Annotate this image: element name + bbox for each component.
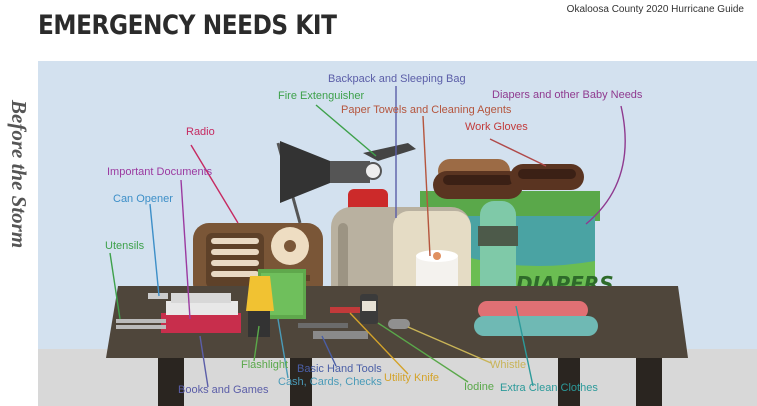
can-opener-icon	[148, 293, 168, 299]
kit-scene-svg: DIAPERS	[38, 61, 757, 406]
clothes-icon	[478, 301, 588, 319]
label-books-games: Books and Games	[178, 384, 269, 396]
label-flashlight: Flashlight	[241, 359, 289, 371]
label-can-opener: Can Opener	[113, 193, 173, 205]
label-whistle: Whistle	[490, 359, 527, 371]
flashlight-icon	[246, 276, 274, 337]
label-cash: Cash, Cards, Checks	[278, 376, 382, 388]
label-fire-extinguisher: Fire Extenguisher	[278, 90, 365, 102]
iodine-icon	[360, 294, 378, 324]
page-title: EMERGENCY NEEDS KIT	[38, 10, 337, 41]
label-paper-towels: Paper Towels and Cleaning Agents	[341, 104, 512, 116]
callout-lines	[109, 86, 626, 388]
label-iodine: Iodine	[464, 381, 494, 393]
whistle-icon	[388, 319, 410, 329]
table-leg	[558, 346, 580, 406]
label-utility-knife: Utility Knife	[384, 372, 440, 384]
label-diapers: Diapers and other Baby Needs	[492, 89, 643, 101]
label-work-gloves: Work Gloves	[465, 121, 528, 133]
label-radio: Radio	[186, 126, 215, 138]
label-hand-tools: Basic Hand Tools	[297, 363, 382, 375]
kit-illustration: DIAPERS	[38, 61, 757, 406]
section-side-label: Before the Storm	[7, 100, 31, 249]
label-clean-clothes: Extra Clean Clothes	[500, 382, 598, 394]
utility-knife-icon	[330, 307, 360, 313]
guide-label: Okaloosa County 2020 Hurricane Guide	[566, 4, 744, 15]
label-backpack: Backpack and Sleeping Bag	[328, 73, 466, 85]
clothes-icon-2	[474, 316, 598, 336]
books-icon	[161, 293, 241, 333]
utensils-icon	[116, 319, 166, 323]
work-gloves-icon	[433, 159, 584, 199]
tools-icon	[313, 331, 368, 339]
label-utensils: Utensils	[105, 240, 145, 252]
label-important-documents: Important Documents	[107, 166, 213, 178]
table-leg	[290, 346, 312, 406]
